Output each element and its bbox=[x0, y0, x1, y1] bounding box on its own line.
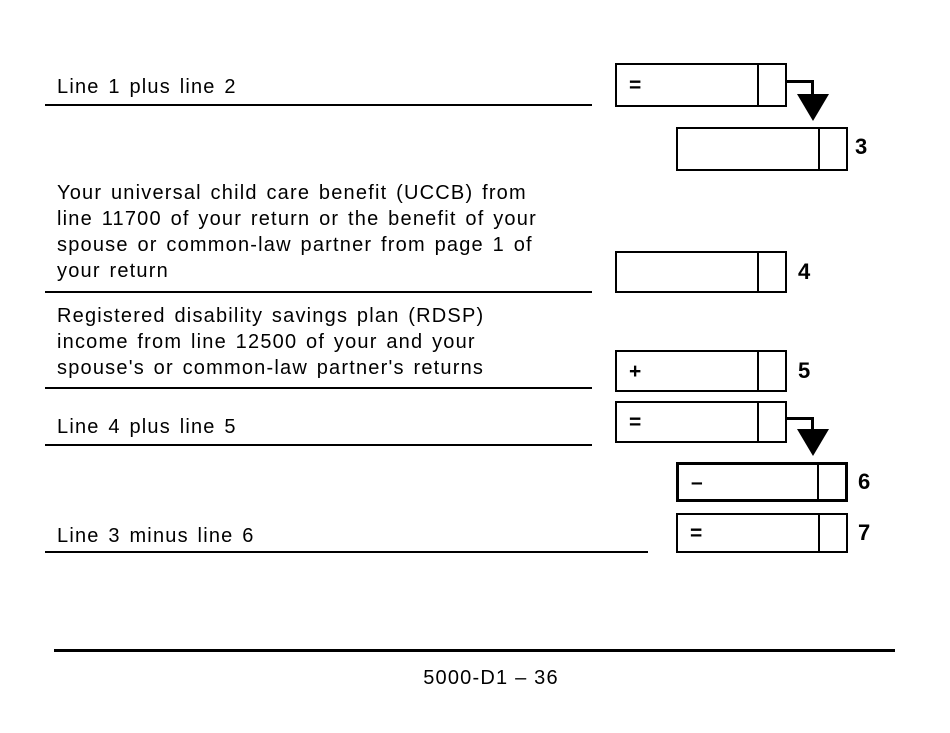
row5-underline bbox=[45, 387, 592, 389]
row3-dollars-field[interactable] bbox=[678, 129, 820, 169]
row5-amount-box: + bbox=[615, 350, 787, 392]
equals-operator: = bbox=[629, 73, 642, 97]
row1-label: Line 1 plus line 2 bbox=[57, 76, 237, 98]
down-arrow-icon-2 bbox=[797, 429, 829, 456]
row4-amount-box bbox=[615, 251, 787, 293]
row5-label-line2: income from line 12500 of your and your bbox=[57, 331, 476, 353]
arrow-elbow-horizontal-1 bbox=[787, 80, 814, 83]
row6-dollars-field[interactable]: – bbox=[679, 465, 819, 499]
row3-cents-field[interactable] bbox=[820, 129, 846, 169]
row4-dollars-field[interactable] bbox=[617, 253, 759, 291]
row1-cents-field[interactable] bbox=[759, 65, 785, 105]
row1-dollars-field[interactable]: = bbox=[617, 65, 759, 105]
row6-line-number: 6 bbox=[858, 469, 871, 494]
row5-dollars-field[interactable]: + bbox=[617, 352, 759, 390]
row6-amount-box: – bbox=[676, 462, 848, 502]
row1-underline bbox=[45, 104, 592, 106]
row7-dollars-field[interactable]: = bbox=[678, 515, 820, 551]
row7-label: Line 3 minus line 6 bbox=[57, 525, 255, 547]
minus-operator: – bbox=[691, 470, 703, 494]
row4-label-line1: Your universal child care benefit (UCCB)… bbox=[57, 182, 527, 204]
footer-page-code: 5000-D1 – 36 bbox=[423, 667, 559, 689]
equals-operator-2: = bbox=[629, 410, 642, 434]
row4-cents-field[interactable] bbox=[759, 253, 785, 291]
row4-label-line3: spouse or common-law partner from page 1… bbox=[57, 234, 533, 256]
arrow-elbow-horizontal-2 bbox=[787, 417, 814, 420]
row7-amount-box: = bbox=[676, 513, 848, 553]
row4-line-number: 4 bbox=[798, 259, 811, 284]
row5-cents-field[interactable] bbox=[759, 352, 785, 390]
row45-underline bbox=[45, 444, 592, 446]
row4-label-line4: your return bbox=[57, 260, 169, 282]
row7-line-number: 7 bbox=[858, 520, 871, 545]
down-arrow-icon-1 bbox=[797, 94, 829, 121]
equals-operator-3: = bbox=[690, 521, 703, 545]
row3-amount-box bbox=[676, 127, 848, 171]
row5-label-line1: Registered disability savings plan (RDSP… bbox=[57, 305, 485, 327]
row5-line-number: 5 bbox=[798, 358, 811, 383]
row6-cents-field[interactable] bbox=[819, 465, 845, 499]
footer-rule bbox=[54, 649, 895, 652]
row5-label-line3: spouse's or common-law partner's returns bbox=[57, 357, 485, 379]
row45-amount-box: = bbox=[615, 401, 787, 443]
arrow-elbow-vertical-2 bbox=[811, 417, 814, 431]
row3-line-number: 3 bbox=[855, 134, 868, 159]
row45-dollars-field[interactable]: = bbox=[617, 403, 759, 441]
row7-cents-field[interactable] bbox=[820, 515, 846, 551]
plus-operator: + bbox=[629, 359, 642, 383]
row4-label: Your universal child care benefit (UCCB)… bbox=[57, 180, 617, 284]
row1-amount-box: = bbox=[615, 63, 787, 107]
row5-label: Registered disability savings plan (RDSP… bbox=[57, 303, 617, 381]
row45-label: Line 4 plus line 5 bbox=[57, 416, 237, 438]
row4-label-line2: line 11700 of your return or the benefit… bbox=[57, 208, 537, 230]
arrow-elbow-vertical-1 bbox=[811, 80, 814, 96]
row7-underline bbox=[45, 551, 648, 553]
row45-cents-field[interactable] bbox=[759, 403, 785, 441]
row4-underline bbox=[45, 291, 592, 293]
